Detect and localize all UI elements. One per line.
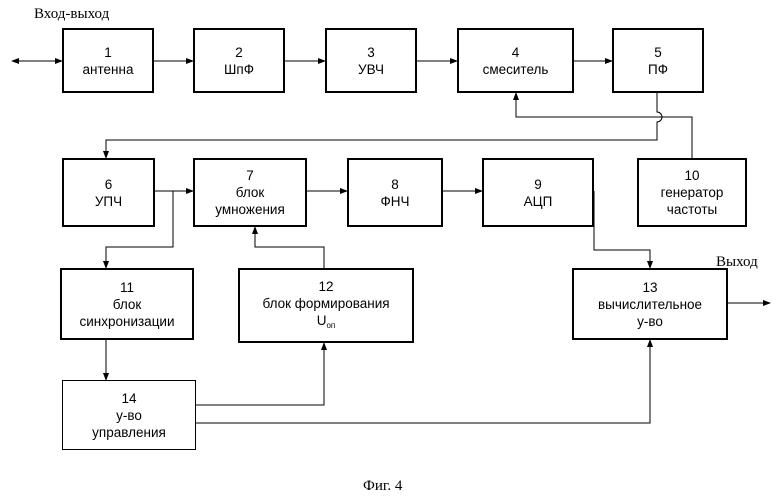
block-label: Uоп	[317, 312, 336, 334]
block-label: УВЧ	[358, 61, 384, 78]
block-label: вычислительное	[598, 296, 702, 313]
block-4-mixer: 4 смеситель	[457, 28, 574, 93]
block-label: умножения	[215, 201, 285, 218]
block-9-adc: 9 АЦП	[482, 158, 594, 227]
block-13-computing-unit: 13 вычислительное у-во	[572, 268, 728, 340]
block-label: АЦП	[524, 193, 553, 210]
block-number: 5	[654, 44, 662, 61]
block-number: 11	[120, 279, 134, 296]
block-label: блок формирования	[262, 295, 389, 312]
block-label: генератор	[661, 184, 724, 201]
block-3-rf-amplifier: 3 УВЧ	[325, 28, 417, 93]
block-label: блок	[113, 296, 142, 313]
block-number: 14	[121, 390, 136, 407]
wire-14-12	[196, 343, 324, 405]
block-label: ПФ	[648, 61, 668, 78]
block-5-bandpass-filter: 5 ПФ	[612, 28, 704, 93]
block-8-lowpass-filter: 8 ФНЧ	[347, 158, 443, 227]
block-number: 4	[512, 44, 520, 61]
block-number: 7	[246, 167, 254, 184]
wire-12-7	[255, 227, 324, 268]
block-11-synchronization: 11 блок синхронизации	[60, 268, 194, 340]
block-label: смеситель	[483, 61, 549, 78]
block-number: 8	[391, 176, 399, 193]
block-6-if-amplifier: 6 УПЧ	[62, 158, 155, 227]
wire-14-13	[196, 340, 650, 423]
block-label: антенна	[83, 61, 134, 78]
block-number: 9	[534, 176, 542, 193]
block-7-multiplier: 7 блок умножения	[193, 158, 307, 227]
block-12-reference-former: 12 блок формирования Uоп	[238, 268, 414, 343]
block-label: ФНЧ	[380, 193, 409, 210]
block-label: частоты	[667, 201, 717, 218]
input-output-label: Вход-выход	[34, 6, 109, 23]
u-subscript: оп	[326, 321, 335, 330]
block-number: 12	[318, 278, 333, 295]
wire-10-4	[516, 93, 692, 158]
block-number: 3	[367, 44, 375, 61]
block-number: 13	[642, 279, 657, 296]
block-label: у-во	[116, 407, 142, 424]
block-number: 2	[235, 44, 243, 61]
block-label: УПЧ	[95, 193, 122, 210]
block-label: у-во	[637, 313, 663, 330]
figure-caption: Фиг. 4	[363, 478, 402, 495]
block-number: 1	[104, 44, 112, 61]
block-number: 10	[684, 167, 699, 184]
block-2-filter: 2 ШпФ	[193, 28, 285, 93]
block-10-frequency-generator: 10 генератор частоты	[637, 158, 747, 227]
block-label: ШпФ	[224, 61, 254, 78]
block-label: управления	[92, 424, 166, 441]
block-number: 6	[105, 176, 113, 193]
wire-5-6	[106, 93, 662, 158]
block-1-antenna: 1 антенна	[62, 28, 154, 93]
block-label: блок	[236, 184, 265, 201]
block-14-control-unit: 14 у-во управления	[62, 380, 196, 450]
block-label: синхронизации	[79, 313, 174, 330]
